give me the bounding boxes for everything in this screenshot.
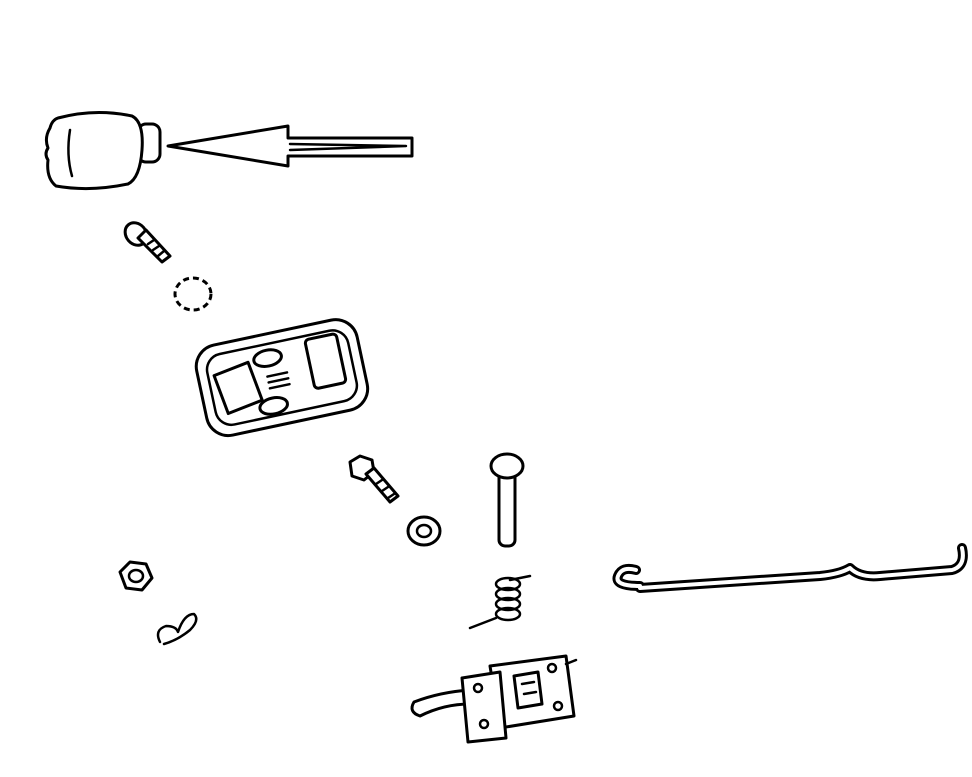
bolt-part [348, 454, 400, 504]
lock-washer-part [173, 276, 213, 312]
pin-part [489, 452, 525, 548]
clip-part [156, 612, 198, 646]
nut-part [118, 560, 154, 592]
indicator-arrow [166, 124, 414, 168]
spring-part [468, 574, 532, 630]
escutcheon-part [194, 318, 370, 438]
knob-part [44, 110, 162, 191]
arrow-inner-line [288, 142, 408, 152]
flat-washer-part [406, 515, 442, 547]
latch-part [410, 654, 578, 744]
rod-part [612, 543, 968, 593]
screw-part [123, 221, 172, 264]
